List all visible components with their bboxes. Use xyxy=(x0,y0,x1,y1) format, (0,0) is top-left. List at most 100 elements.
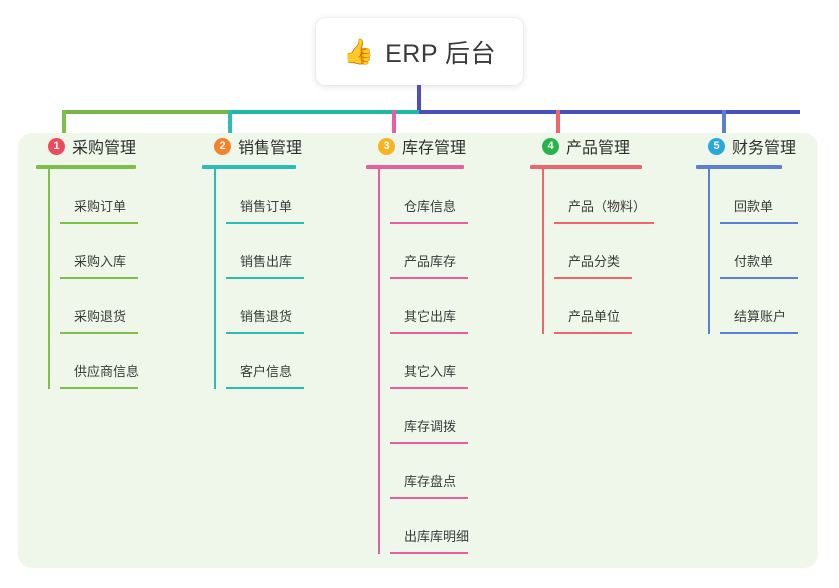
branch-badge-3: 3 xyxy=(378,137,395,155)
branch-items-5: 回款单付款单结算账户 xyxy=(696,169,839,334)
branch-item[interactable]: 产品（物料） xyxy=(542,169,690,224)
branch-title-1: 采购管理 xyxy=(72,140,137,157)
branch-item[interactable]: 客户信息 xyxy=(214,334,362,389)
branch-item-rule xyxy=(720,277,798,279)
branch-item[interactable]: 出库库明细 xyxy=(378,499,526,554)
branch-item[interactable]: 结算账户 xyxy=(708,279,839,334)
branch-item[interactable]: 仓库信息 xyxy=(378,169,526,224)
branch-spine-2 xyxy=(214,169,216,389)
branch-item-label: 结算账户 xyxy=(734,309,787,324)
branch-title-3: 库存管理 xyxy=(402,140,467,157)
branch-item-label: 仓库信息 xyxy=(404,199,457,214)
branch-badge-1: 1 xyxy=(48,137,65,155)
branch-item-label: 客户信息 xyxy=(240,364,293,379)
branch-item-label: 产品单位 xyxy=(568,309,621,324)
branch-item[interactable]: 销售退货 xyxy=(214,279,362,334)
branch-item-rule xyxy=(390,222,468,224)
branch-spine-4 xyxy=(542,169,544,334)
branch-item-rule xyxy=(720,222,798,224)
branch-title-4: 产品管理 xyxy=(566,140,631,157)
branch-items-3: 仓库信息产品库存其它出库其它入库库存调拨库存盘点出库库明细 xyxy=(366,169,526,554)
branch-item[interactable]: 回款单 xyxy=(708,169,839,224)
branch-column-2[interactable]: 2 销售管理 销售订单销售出库销售退货客户信息 xyxy=(202,133,362,389)
branch-title-5: 财务管理 xyxy=(732,140,797,157)
branch-title-2: 销售管理 xyxy=(238,140,303,157)
branch-item-rule xyxy=(390,497,468,499)
branch-item-label: 回款单 xyxy=(734,199,774,214)
branch-item[interactable]: 库存盘点 xyxy=(378,444,526,499)
branch-header-3[interactable]: 3 库存管理 xyxy=(366,133,526,159)
branch-header-5[interactable]: 5 财务管理 xyxy=(696,133,839,159)
branch-items-1: 采购订单采购入库采购退货供应商信息 xyxy=(36,169,196,389)
branch-item-label: 其它入库 xyxy=(404,364,457,379)
branch-item-rule xyxy=(390,387,468,389)
connector-stub-5 xyxy=(722,110,726,142)
connector-stub-2 xyxy=(228,110,232,142)
branch-item-label: 库存盘点 xyxy=(404,474,457,489)
branch-spine-3 xyxy=(378,169,380,554)
branch-item-rule xyxy=(226,277,304,279)
branch-rule-5 xyxy=(696,165,782,169)
connector-bus-left xyxy=(62,110,228,114)
branch-column-3[interactable]: 3 库存管理 仓库信息产品库存其它出库其它入库库存调拨库存盘点出库库明细 xyxy=(366,133,526,554)
branch-item[interactable]: 其它出库 xyxy=(378,279,526,334)
branch-item-rule xyxy=(60,222,138,224)
branch-item-rule xyxy=(226,222,304,224)
branch-item[interactable]: 产品分类 xyxy=(542,224,690,279)
branch-item[interactable]: 销售出库 xyxy=(214,224,362,279)
root-node-card[interactable]: 👍 ERP 后台 xyxy=(316,18,523,85)
branch-item-rule xyxy=(60,277,138,279)
branch-item-rule xyxy=(554,332,632,334)
branch-item[interactable]: 采购订单 xyxy=(48,169,196,224)
branch-item-label: 销售出库 xyxy=(240,254,293,269)
branch-item-rule xyxy=(554,277,632,279)
branch-item-label: 产品分类 xyxy=(568,254,621,269)
branch-column-4[interactable]: 4 产品管理 产品（物料） 产品分类产品单位 xyxy=(530,133,690,334)
connector-bus-right xyxy=(419,110,800,114)
branch-rule-2 xyxy=(202,165,296,169)
branch-item[interactable]: 产品单位 xyxy=(542,279,690,334)
branch-badge-2: 2 xyxy=(214,137,231,155)
branch-item-rule xyxy=(226,332,304,334)
branch-item[interactable]: 产品库存 xyxy=(378,224,526,279)
branch-spine-1 xyxy=(48,169,50,389)
thumbs-up-icon: 👍 xyxy=(342,38,375,66)
branch-item[interactable]: 采购退货 xyxy=(48,279,196,334)
branch-item-rule xyxy=(60,387,138,389)
branch-item-label: 采购订单 xyxy=(74,199,127,214)
branch-item-label: 付款单 xyxy=(734,254,774,269)
branch-item-rule xyxy=(720,332,798,334)
branch-column-1[interactable]: 1 采购管理 采购订单采购入库采购退货供应商信息 xyxy=(36,133,196,389)
branch-item-rule xyxy=(390,552,468,554)
branch-items-4: 产品（物料） 产品分类产品单位 xyxy=(530,169,690,334)
branch-header-1[interactable]: 1 采购管理 xyxy=(36,133,196,159)
branch-column-5[interactable]: 5 财务管理 回款单付款单结算账户 xyxy=(696,133,839,334)
branch-item-rule xyxy=(226,387,304,389)
branch-item-label: 供应商信息 xyxy=(74,364,140,379)
branch-item-label: 销售订单 xyxy=(240,199,293,214)
branch-item[interactable]: 库存调拨 xyxy=(378,389,526,444)
branch-rule-1 xyxy=(36,165,136,169)
branch-spine-5 xyxy=(708,169,710,334)
branch-rule-3 xyxy=(366,165,464,169)
branch-header-4[interactable]: 4 产品管理 xyxy=(530,133,690,159)
branch-item-label: 采购入库 xyxy=(74,254,127,269)
branch-badge-5: 5 xyxy=(708,137,725,155)
branch-item-label: 产品库存 xyxy=(404,254,457,269)
connector-stub-1 xyxy=(62,110,66,142)
branch-header-2[interactable]: 2 销售管理 xyxy=(202,133,362,159)
branch-item[interactable]: 其它入库 xyxy=(378,334,526,389)
branch-item[interactable]: 供应商信息 xyxy=(48,334,196,389)
mindmap-panel: 1 采购管理 采购订单采购入库采购退货供应商信息 2 销售管理 销售订单销售出库… xyxy=(18,133,818,568)
branch-item-label: 产品（物料） xyxy=(568,199,647,214)
branch-item-label: 其它出库 xyxy=(404,309,457,324)
branch-item-label: 库存调拨 xyxy=(404,419,457,434)
branch-item[interactable]: 销售订单 xyxy=(214,169,362,224)
connector-bus-middle xyxy=(228,110,419,114)
branch-item-rule xyxy=(390,332,468,334)
branch-item[interactable]: 付款单 xyxy=(708,224,839,279)
branch-badge-4: 4 xyxy=(542,137,559,155)
branch-item-label: 采购退货 xyxy=(74,309,127,324)
branch-item[interactable]: 采购入库 xyxy=(48,224,196,279)
branch-rule-4 xyxy=(530,165,642,169)
